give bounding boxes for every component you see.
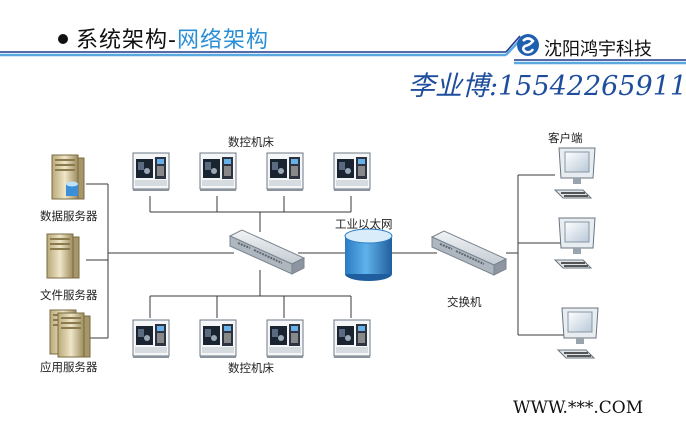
company-logo-icon [517,34,539,56]
cnc-bottom-label: 数控机床 [228,361,274,375]
app-server-icon [57,312,91,358]
client-computer-icon [557,307,599,359]
client-computer-icon [554,217,596,269]
app-server-label: 应用服务器 [40,360,98,374]
network-label: 工业以太网 [335,217,393,231]
file-server-label: 文件服务器 [40,288,98,302]
switch-label: 交换机 [447,295,482,309]
database-badge-icon [66,181,78,196]
cnc-machine-icon [132,319,170,359]
title-separator: - [168,28,177,53]
cnc-machine-icon [333,152,371,192]
cnc-top-label: 数控机床 [228,135,274,149]
bullet-icon [58,34,68,44]
network-switch-icon [229,229,305,275]
cnc-machine-icon [199,319,237,359]
network-switch-icon [431,230,507,276]
client-computer-icon [554,147,596,199]
header-rule-slant-dark [505,35,521,53]
file-server-icon [46,233,80,279]
page-title: 系统架构-网络架构 [58,22,269,54]
cnc-machine-icon [199,152,237,192]
website-url: WWW.***.COM [513,398,644,418]
cnc-machine-icon [132,152,170,192]
title-accent: 网络架构 [176,28,269,53]
database-cylinder-icon [344,228,393,281]
cnc-machine-icon [333,319,371,359]
contact-info: 李业博:15542265911 [408,71,686,102]
title-main: 系统架构 [76,28,169,53]
company-name: 沈阳鸿宇科技 [544,39,652,60]
cnc-machine-icon [266,319,304,359]
client-label: 客户端 [548,131,583,145]
data-server-label: 数据服务器 [40,209,98,223]
cnc-machine-icon [266,152,304,192]
